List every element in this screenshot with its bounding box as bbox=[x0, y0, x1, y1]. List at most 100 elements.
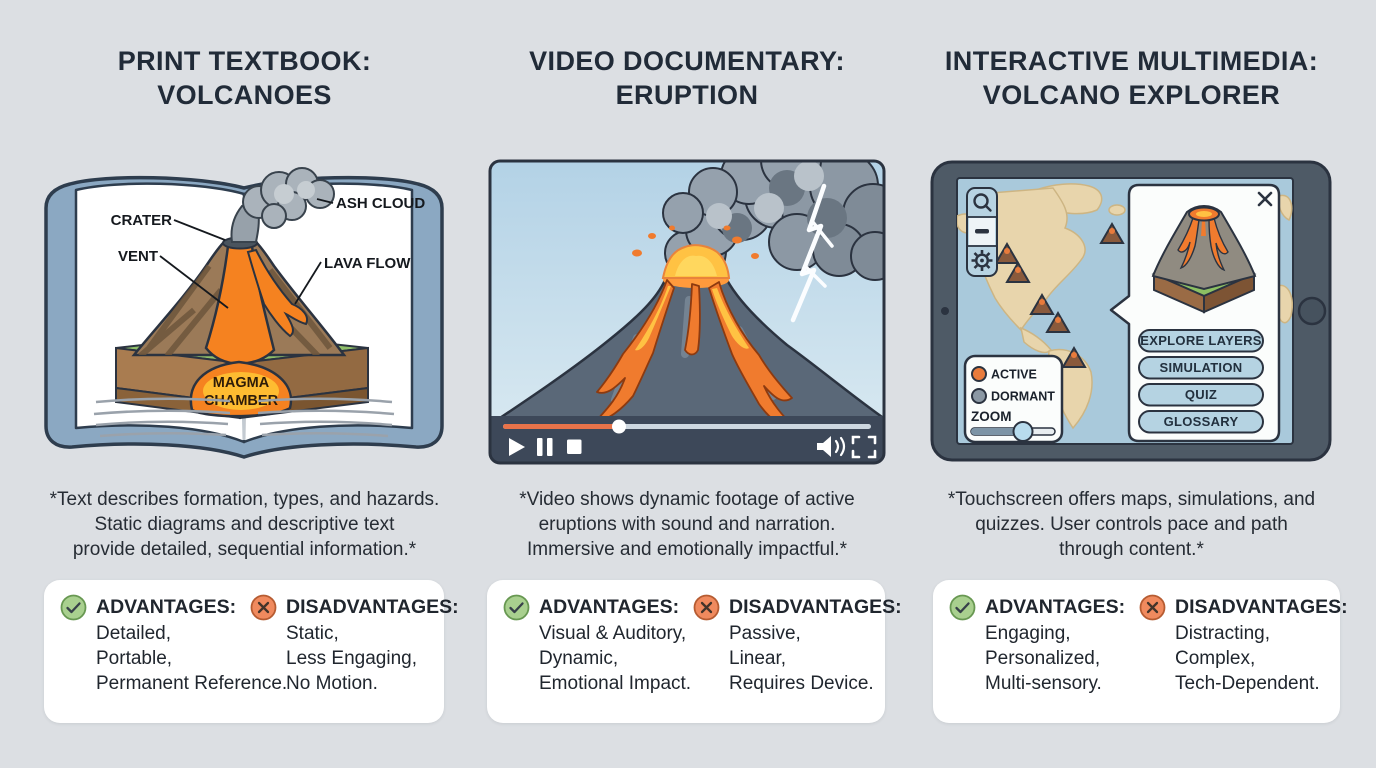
zoom-slider-handle[interactable] bbox=[1012, 421, 1034, 442]
check-icon bbox=[503, 594, 530, 621]
advantage-item: Personalized, bbox=[985, 648, 1101, 669]
advantage-item: Visual & Auditory, bbox=[539, 623, 687, 644]
disadvantages-block: DISADVANTAGES: Passive, Linear, Requires… bbox=[693, 594, 902, 696]
advantages-items: Detailed, Portable, Permanent Reference. bbox=[96, 621, 287, 696]
quiz-label: QUIZ bbox=[1185, 387, 1217, 402]
label-ash-cloud: ASH CLOUD bbox=[336, 195, 425, 212]
print-description-line: Static diagrams and descriptive text bbox=[94, 514, 395, 535]
active-dot bbox=[971, 366, 987, 382]
interactive-description-line: *Touchscreen offers maps, simulations, a… bbox=[947, 489, 1316, 510]
advantages-heading: ADVANTAGES: bbox=[96, 596, 237, 618]
disadvantage-item: Complex, bbox=[1175, 648, 1256, 669]
interactive-title: INTERACTIVE MULTIMEDIA: VOLCANO EXPLORER bbox=[921, 44, 1342, 112]
check-icon bbox=[60, 594, 87, 621]
disadvantage-item: Requires Device. bbox=[729, 673, 874, 694]
volcano-marker[interactable] bbox=[1045, 311, 1071, 333]
volcano-marker[interactable] bbox=[994, 242, 1020, 264]
glossary-label: GLOSSARY bbox=[1164, 414, 1239, 429]
volcano-marker[interactable] bbox=[1061, 346, 1087, 368]
zoom-out-icon[interactable] bbox=[975, 229, 989, 234]
disadvantages-block: DISADVANTAGES: Distracting, Complex, Tec… bbox=[1139, 594, 1348, 696]
page-text-lines bbox=[93, 397, 395, 438]
camera-dot bbox=[941, 307, 949, 315]
interactive-description-line: quizzes. User controls pace and path bbox=[975, 514, 1288, 535]
volcano-markers bbox=[994, 222, 1125, 368]
video-title-line2: ERUPTION bbox=[615, 80, 759, 110]
column-interactive-multimedia: INTERACTIVE MULTIMEDIA: VOLCANO EXPLORER bbox=[921, 0, 1348, 768]
stop-icon[interactable] bbox=[567, 439, 582, 455]
disadvantages-heading: DISADVANTAGES: bbox=[729, 596, 902, 618]
video-title-line1: VIDEO DOCUMENTARY: bbox=[529, 46, 845, 76]
disadvantage-item: Linear, bbox=[729, 648, 787, 669]
pause-icon[interactable] bbox=[537, 438, 553, 456]
video-description-line: Immersive and emotionally impactful.* bbox=[527, 539, 847, 560]
label-magma-line2: CHAMBER bbox=[204, 393, 279, 409]
tablet-app: ACTIVE DORMANT ZOOM bbox=[930, 160, 1332, 462]
tablet-illustration: ACTIVE DORMANT ZOOM bbox=[921, 158, 1341, 471]
print-description-line: *Text describes formation, types, and ha… bbox=[49, 489, 440, 510]
lava-flow bbox=[246, 248, 308, 338]
map-toolbar bbox=[966, 187, 998, 277]
panel-menu: EXPLORE LAYERS SIMULATION QUIZ GLOSSARY bbox=[1138, 329, 1264, 434]
disadvantages-heading: DISADVANTAGES: bbox=[1175, 596, 1348, 618]
advantages-block: ADVANTAGES: Detailed, Portable, Permanen… bbox=[60, 594, 287, 696]
video-description-line: *Video shows dynamic footage of active bbox=[519, 489, 855, 510]
lava-fountain bbox=[632, 225, 759, 279]
video-description-line: eruptions with sound and narration. bbox=[538, 514, 836, 535]
advantage-item: Multi-sensory. bbox=[985, 673, 1102, 694]
video-description: *Video shows dynamic footage of active e… bbox=[467, 487, 907, 562]
quiz-button[interactable] bbox=[1138, 383, 1264, 407]
advantages-block: ADVANTAGES: Visual & Auditory, Dynamic, … bbox=[503, 594, 692, 696]
open-book-diagram: CRATER VENT ASH CLOUD LAVA FLOW MAGMA CH… bbox=[44, 167, 444, 459]
advantages-heading: ADVANTAGES: bbox=[985, 596, 1126, 618]
disadvantages-heading: DISADVANTAGES: bbox=[286, 596, 459, 618]
print-description: *Text describes formation, types, and ha… bbox=[24, 487, 465, 562]
mini-volcano-illustration bbox=[1151, 205, 1257, 314]
book-illustration: CRATER VENT ASH CLOUD LAVA FLOW MAGMA CH… bbox=[34, 158, 454, 471]
close-icon[interactable] bbox=[1257, 191, 1273, 207]
disadvantage-item: Less Engaging, bbox=[286, 648, 417, 669]
disadvantage-item: No Motion. bbox=[286, 673, 378, 694]
glossary-button[interactable] bbox=[1138, 410, 1264, 434]
advantage-item: Emotional Impact. bbox=[539, 673, 692, 694]
interactive-description: *Touchscreen offers maps, simulations, a… bbox=[911, 487, 1352, 562]
gear-icon[interactable] bbox=[971, 250, 993, 271]
interactive-title-line2: VOLCANO EXPLORER bbox=[982, 80, 1281, 110]
video-pros-cons-card: ADVANTAGES: Visual & Auditory, Dynamic, … bbox=[487, 580, 902, 723]
simulation-button[interactable] bbox=[1138, 356, 1264, 380]
volcano-marker[interactable] bbox=[1099, 222, 1125, 244]
volume-icon[interactable] bbox=[817, 436, 846, 457]
legend-dormant-label: DORMANT bbox=[991, 390, 1055, 404]
disadvantage-item: Static, bbox=[286, 623, 339, 644]
ash-cloud bbox=[230, 167, 335, 243]
advantages-heading: ADVANTAGES: bbox=[539, 596, 680, 618]
advantage-item: Permanent Reference. bbox=[96, 673, 288, 694]
disadvantages-items: Distracting, Complex, Tech-Dependent. bbox=[1175, 621, 1348, 696]
volcano-cross-section bbox=[115, 167, 369, 420]
interactive-description-line: through content.* bbox=[1059, 539, 1204, 560]
info-popup-panel: EXPLORE LAYERS SIMULATION QUIZ GLOSSARY bbox=[1109, 183, 1281, 443]
explore-layers-button[interactable] bbox=[1138, 329, 1264, 353]
search-icon[interactable] bbox=[973, 193, 992, 212]
interactive-pros-cons-card: ADVANTAGES: Engaging, Personalized, Mult… bbox=[933, 580, 1348, 723]
print-pros-cons-card: ADVANTAGES: Detailed, Portable, Permanen… bbox=[44, 580, 459, 723]
print-title: PRINT TEXTBOOK: VOLCANOES bbox=[34, 44, 455, 112]
label-lava-flow: LAVA FLOW bbox=[324, 255, 411, 272]
video-player bbox=[488, 159, 886, 465]
zoom-slider-fill bbox=[971, 428, 1023, 435]
advantage-item: Portable, bbox=[96, 648, 173, 669]
volcano-marker[interactable] bbox=[1029, 293, 1055, 315]
advantages-items: Engaging, Personalized, Multi-sensory. bbox=[985, 621, 1125, 696]
advantages-block: ADVANTAGES: Engaging, Personalized, Mult… bbox=[949, 594, 1126, 696]
play-icon[interactable] bbox=[509, 438, 525, 456]
print-title-line1: PRINT TEXTBOOK: bbox=[117, 46, 372, 76]
check-icon bbox=[949, 594, 976, 621]
volcano-marker[interactable] bbox=[1005, 261, 1031, 283]
interactive-title-line1: INTERACTIVE MULTIMEDIA: bbox=[944, 46, 1319, 76]
video-title: VIDEO DOCUMENTARY: ERUPTION bbox=[477, 44, 897, 112]
disadvantages-block: DISADVANTAGES: Static, Less Engaging, No… bbox=[250, 594, 459, 696]
progress-handle[interactable] bbox=[612, 419, 626, 434]
fullscreen-icon[interactable] bbox=[851, 435, 877, 459]
home-button[interactable] bbox=[1297, 296, 1327, 326]
print-description-line: provide detailed, sequential information… bbox=[72, 539, 417, 560]
